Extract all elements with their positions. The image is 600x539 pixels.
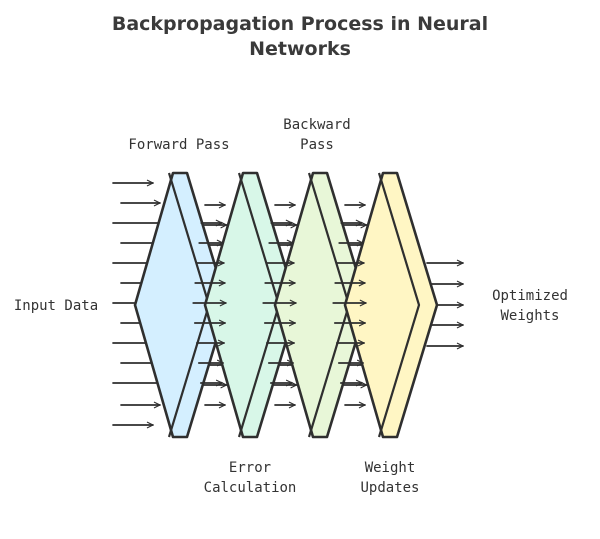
label-forward-pass: Forward Pass: [128, 137, 230, 153]
stage-weight-updates: [343, 171, 439, 439]
title-line-2: Networks: [249, 38, 351, 60]
label-optimized-weights: Optimized Weights: [492, 288, 568, 324]
stage-chevron: [273, 171, 369, 439]
diagram-title: Backpropagation Process in Neural Networ…: [0, 12, 600, 62]
stage-inner-edge: [377, 172, 421, 438]
stage-chevron: [133, 171, 229, 439]
label-weight-updates: Weight Updates: [360, 460, 420, 496]
label-backward-pass: Backward Pass: [283, 117, 351, 153]
label-error-calculation: Error Calculation: [203, 460, 297, 496]
stage-chevron: [343, 171, 439, 439]
stage-chevron: [203, 171, 299, 439]
title-line-1: Backpropagation Process in Neural: [111, 13, 489, 35]
label-input-data: Input Data: [13, 298, 99, 314]
